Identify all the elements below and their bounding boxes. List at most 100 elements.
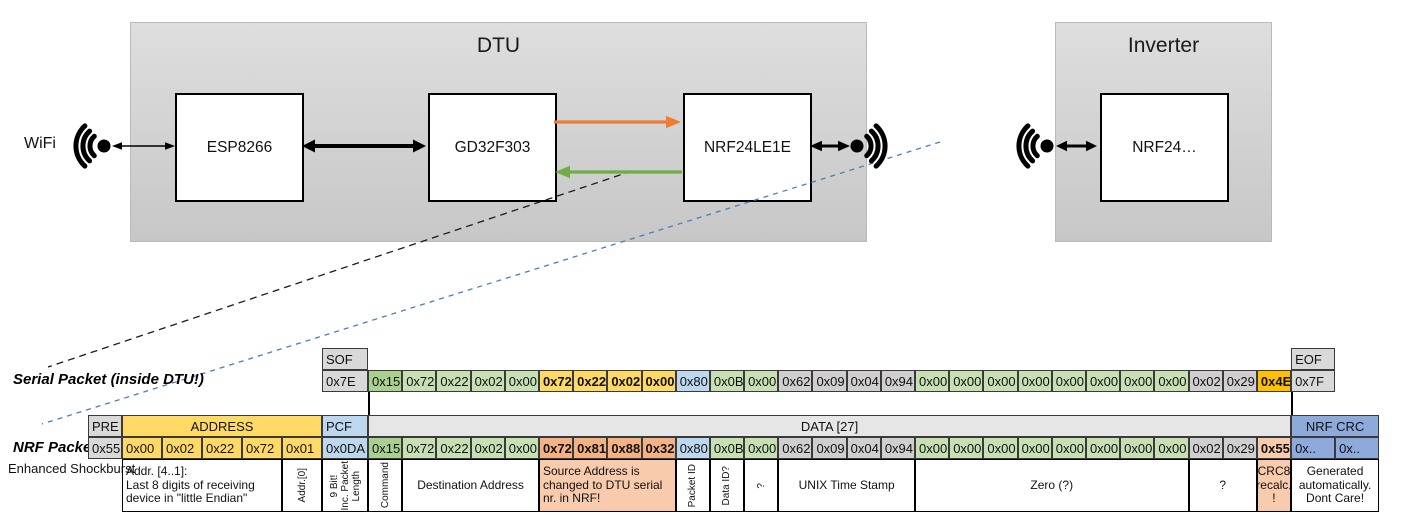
nrf-pcf-cell: 0x0DA xyxy=(322,437,368,459)
annotation-cell-text: Data ID? xyxy=(721,465,733,506)
chip-nrf24-inverter: NRF24… xyxy=(1100,93,1229,202)
annotation-cell: Zero (?) xyxy=(915,459,1189,512)
chip-gd32f303: GD32F303 xyxy=(428,93,557,202)
serial-byte-cell: 0x0B xyxy=(709,370,745,392)
wifi-icon-dtu-left xyxy=(73,123,111,169)
annotation-cell: Data ID? xyxy=(709,459,745,512)
nrf-byte-cell: 0x00 xyxy=(1017,437,1052,459)
serial-byte-cell: 0x00 xyxy=(949,370,984,392)
nrf-byte-cell: 0x22 xyxy=(436,437,471,459)
nrf-byte-cell: 0x00 xyxy=(1154,437,1189,459)
nrf-byte-cell: 0x88 xyxy=(607,437,642,459)
nrf-byte-cell: 0x81 xyxy=(573,437,608,459)
serial-byte-cell: 0x00 xyxy=(1051,370,1086,392)
annotation-cell-text: ? xyxy=(755,482,767,489)
serial-byte-cell: 0x15 xyxy=(368,370,403,392)
nrf-byte-cell: 0x00 xyxy=(744,437,779,459)
nrf-byte-cell: 0x00 xyxy=(915,437,950,459)
annotation-cell: Destination Address xyxy=(402,459,539,512)
serial-byte-cell: 0x62 xyxy=(778,370,813,392)
nrf-byte-cell: 0x02 xyxy=(470,437,505,459)
data-header-cell: DATA [27] xyxy=(368,415,1292,437)
sof-header-cell: SOF xyxy=(322,348,368,370)
chip-nrf24-inverter-label: NRF24… xyxy=(1132,138,1197,156)
serial-byte-cell: 0x00 xyxy=(504,370,539,392)
annotation-cell: Addr. [4..1]: Last 8 digits of receiving… xyxy=(122,459,282,512)
serial-byte-cell: 0x4E xyxy=(1256,370,1292,392)
nrf-byte-cell: 0x80 xyxy=(675,437,710,459)
annotation-cell: Command xyxy=(368,459,403,512)
serial-byte-cell: 0x22 xyxy=(436,370,471,392)
nrf-byte-cell: 0x29 xyxy=(1222,437,1257,459)
annotation-cell: ? xyxy=(744,459,779,512)
serial-byte-cell: 0x02 xyxy=(1188,370,1223,392)
nrf-byte-cell: 0x00 xyxy=(949,437,984,459)
serial-byte-cell: 0x00 xyxy=(1154,370,1189,392)
nrf-byte-cell: 0x62 xyxy=(778,437,813,459)
serial-byte-cell: 0x02 xyxy=(470,370,505,392)
nrf-crc-cell: 0x.. xyxy=(1291,437,1336,459)
serial-byte-cell: 0x29 xyxy=(1222,370,1257,392)
nrf-crc-cell: 0x.. xyxy=(1335,437,1380,459)
nrf-byte-cell: 0x02 xyxy=(1188,437,1223,459)
serial-byte-cell: 0x00 xyxy=(641,370,676,392)
inverter-panel: Inverter xyxy=(1055,22,1272,242)
nrf-byte-cell: 0x00 xyxy=(1051,437,1086,459)
serial-byte-cell: 0x00 xyxy=(983,370,1018,392)
nrf-crc-header-cell: NRF CRC xyxy=(1291,415,1380,437)
serial-packet-label: Serial Packet (inside DTU!) xyxy=(13,371,204,388)
serial-byte-cell: 0x00 xyxy=(915,370,950,392)
annotation-cell: UNIX Time Stamp xyxy=(778,459,915,512)
serial-byte-cell: 0x94 xyxy=(880,370,915,392)
serial-byte-cell: 0x02 xyxy=(607,370,642,392)
nrf-byte-cell: 0x32 xyxy=(641,437,676,459)
address-header-cell: ADDRESS xyxy=(122,415,322,437)
nrf-byte-cell: 0x72 xyxy=(538,437,574,459)
inverter-title: Inverter xyxy=(1127,34,1200,57)
nrf-byte-cell: 0x00 xyxy=(1085,437,1121,459)
nrf-address-cell: 0x02 xyxy=(162,437,202,459)
serial-sof-cell: 0x7E xyxy=(322,370,368,392)
serial-byte-cell: 0x04 xyxy=(846,370,881,392)
serial-byte-cell: 0x00 xyxy=(1085,370,1121,392)
annotation-cell: ? xyxy=(1188,459,1257,512)
nrf-byte-cell: 0x94 xyxy=(880,437,915,459)
nrf-byte-cell: 0x72 xyxy=(402,437,437,459)
annotation-cell: CRC8 recalc. ! xyxy=(1256,459,1292,512)
serial-byte-cell: 0x22 xyxy=(573,370,608,392)
pcf-header-cell: PCF xyxy=(322,415,368,437)
nrf-byte-cell: 0x00 xyxy=(1120,437,1155,459)
nrf-pre-cell: 0x55 xyxy=(88,437,122,459)
nrf-address-cell: 0x72 xyxy=(242,437,282,459)
annotation-cell: Generated automatically. Dont Care! xyxy=(1291,459,1380,512)
chip-esp8266: ESP8266 xyxy=(175,93,304,202)
eof-header-cell: EOF xyxy=(1291,348,1336,370)
chip-nrf24le1e-label: NRF24LE1E xyxy=(703,138,791,156)
dtu-title: DTU xyxy=(476,34,521,57)
serial-byte-cell: 0x00 xyxy=(1120,370,1155,392)
nrf-address-cell: 0x00 xyxy=(122,437,162,459)
wifi-label: WiFi xyxy=(24,135,56,152)
annotation-cell: Addr.[0] xyxy=(282,459,322,512)
annotation-cell-text: Packet ID xyxy=(687,463,699,508)
nrf-byte-cell: 0x55 xyxy=(1256,437,1292,459)
nrf-address-cell: 0x01 xyxy=(282,437,322,459)
nrf-byte-cell: 0x0B xyxy=(709,437,745,459)
nrf-byte-cell: 0x09 xyxy=(812,437,847,459)
nrf-byte-cell: 0x04 xyxy=(846,437,881,459)
annotation-cell-text: 9 Bit! Inc. Packet Length xyxy=(328,460,362,511)
nrf-address-cell: 0x22 xyxy=(202,437,242,459)
serial-nrf-connector-right xyxy=(1291,392,1335,415)
annotation-cell: Packet ID xyxy=(675,459,710,512)
annotation-cell: Source Address is changed to DTU serial … xyxy=(538,459,676,512)
nrf-packet-label: NRF Packet xyxy=(13,439,97,456)
serial-nrf-connector-left xyxy=(368,392,402,415)
nrf-byte-cell: 0x00 xyxy=(504,437,539,459)
nrf-byte-cell: 0x15 xyxy=(368,437,403,459)
annotation-cell: 9 Bit! Inc. Packet Length xyxy=(322,459,368,512)
serial-byte-cell: 0x80 xyxy=(675,370,710,392)
nrf-byte-cell: 0x00 xyxy=(983,437,1018,459)
chip-nrf24le1e: NRF24LE1E xyxy=(683,93,812,202)
chip-gd32f303-label: GD32F303 xyxy=(454,138,531,156)
